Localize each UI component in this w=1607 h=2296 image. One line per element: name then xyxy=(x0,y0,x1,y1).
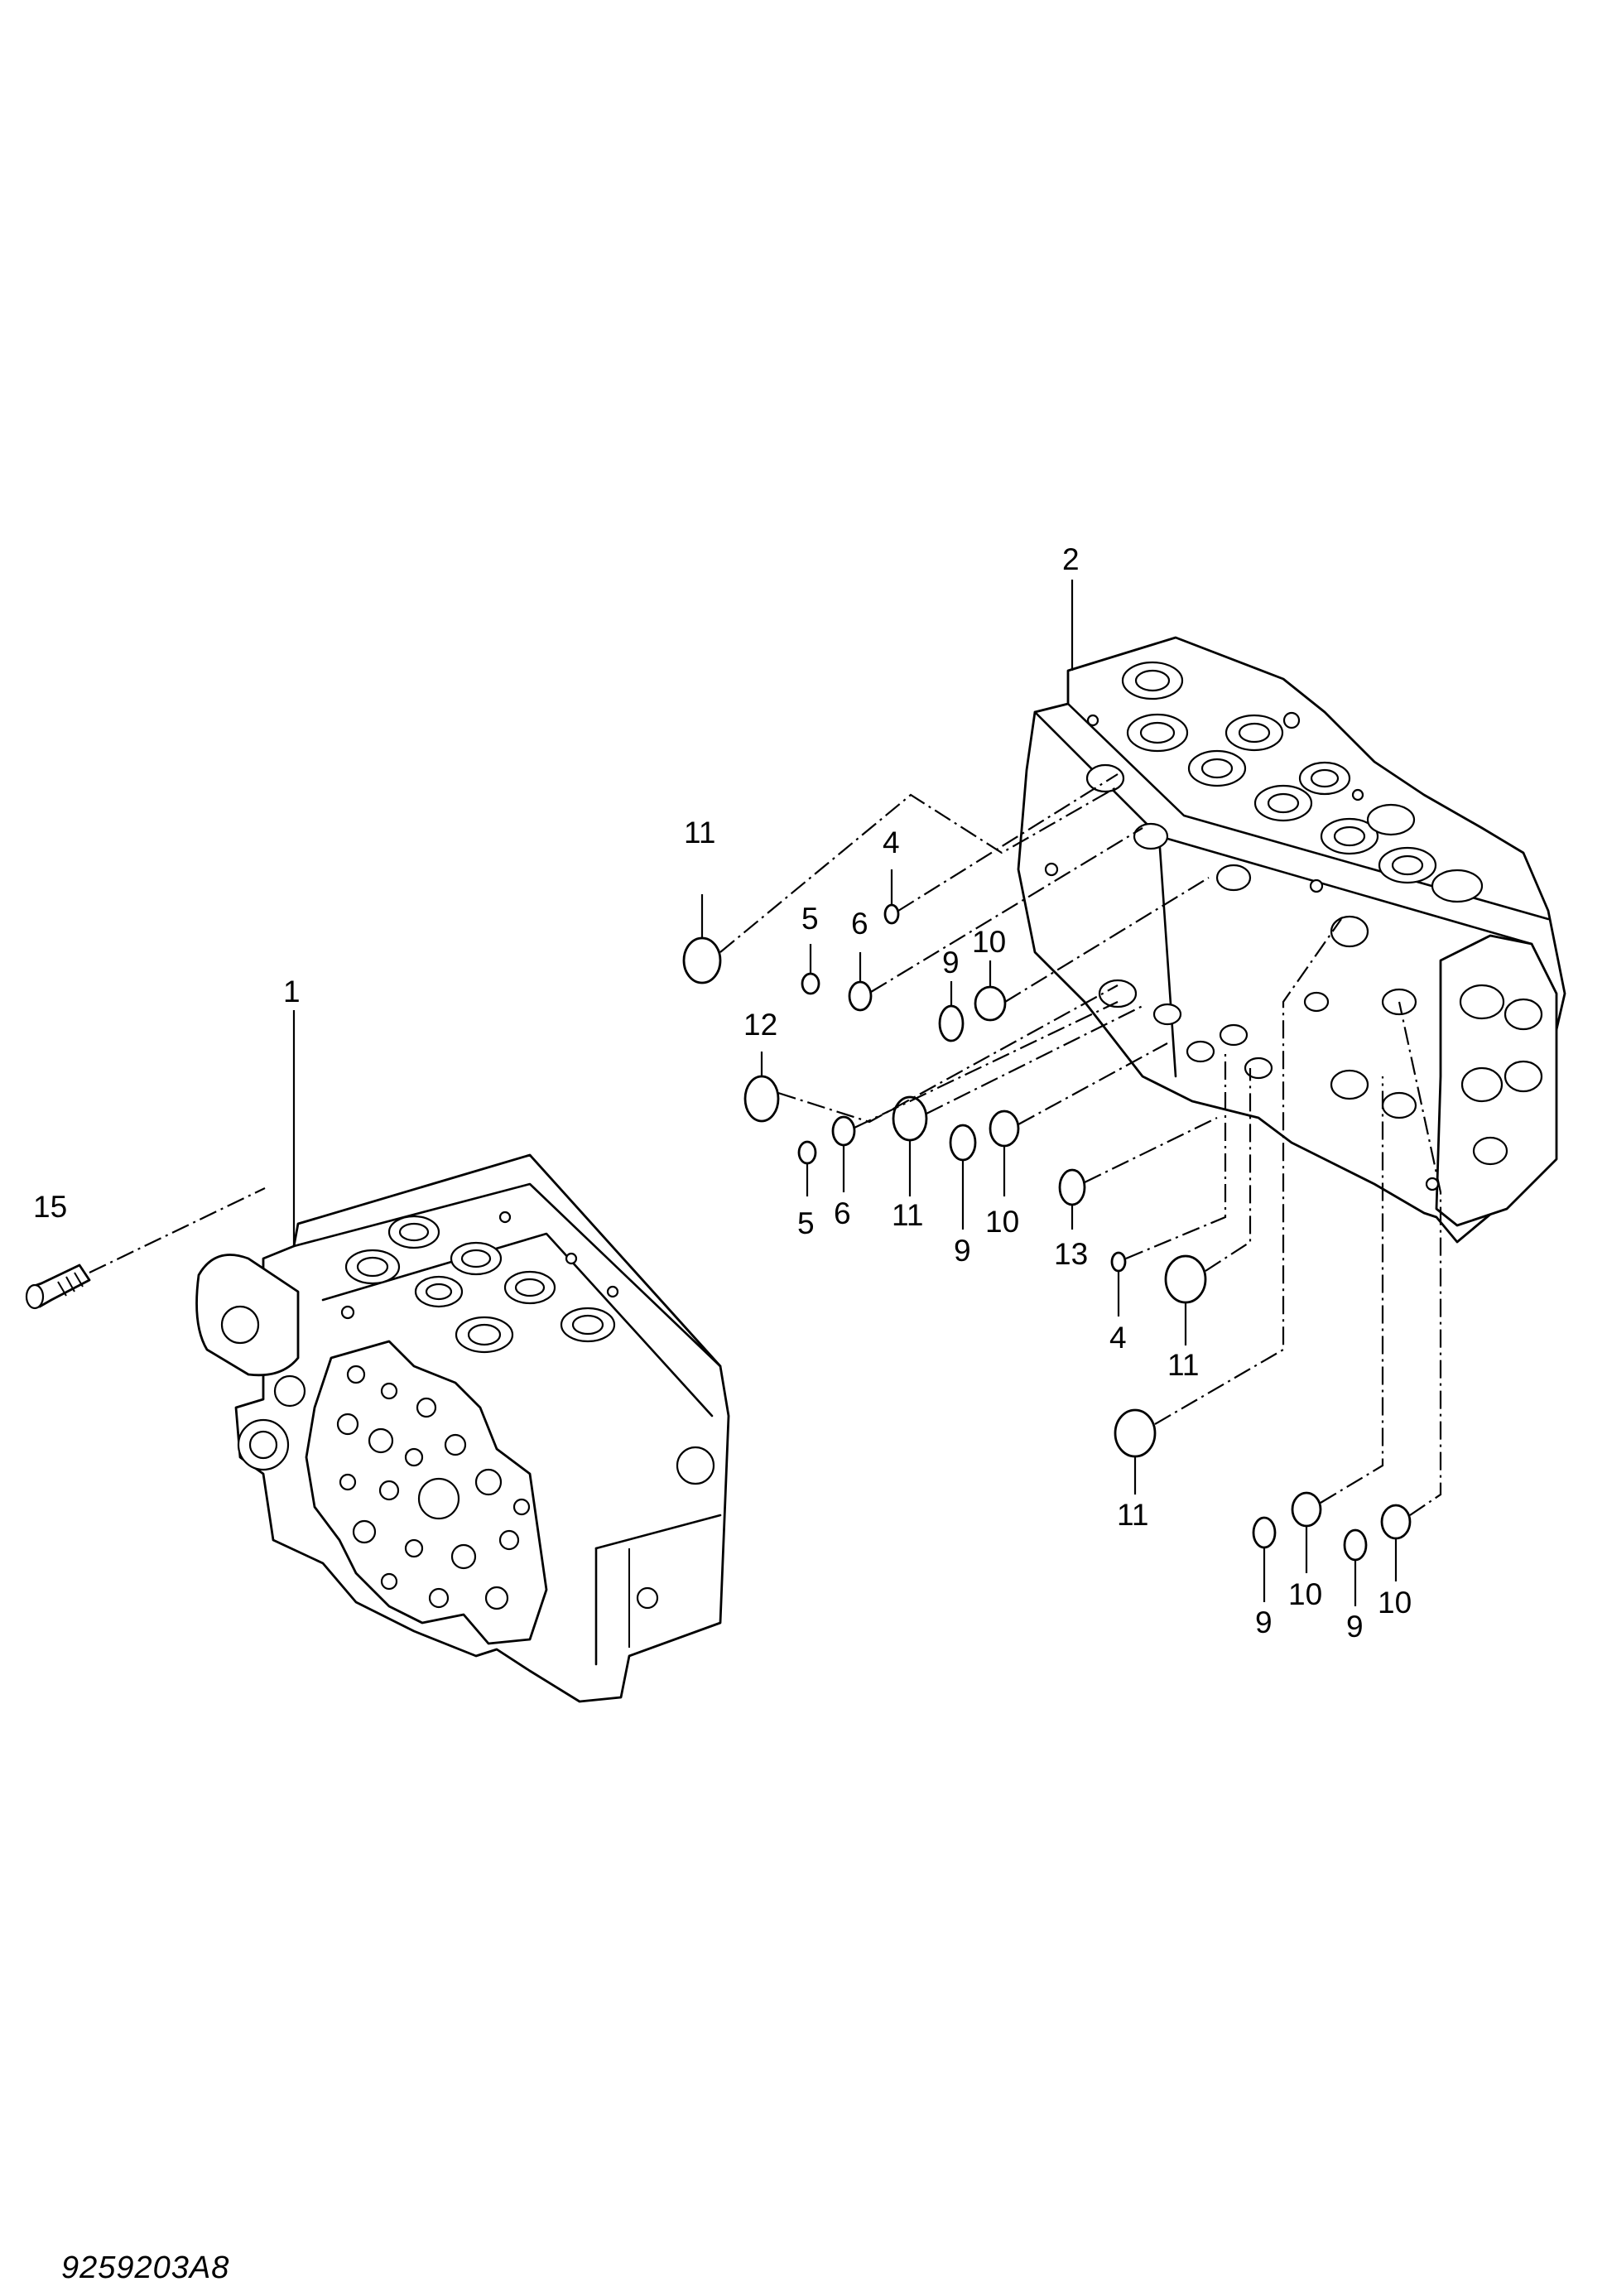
bolt-part-15 xyxy=(25,1264,91,1310)
callout-9c: 9 xyxy=(1255,1605,1273,1639)
valve-body-part-1 xyxy=(195,1153,730,1703)
leader-15 xyxy=(89,1187,266,1273)
front-face-ports-part-2 xyxy=(1044,763,1440,1191)
top-ports-part-2 xyxy=(1086,661,1484,903)
callout-1: 1 xyxy=(283,975,301,1008)
callout-10d: 10 xyxy=(1378,1586,1412,1620)
face-holes-part-1 xyxy=(336,1365,531,1610)
callout-11a: 11 xyxy=(684,816,715,850)
callout-12: 12 xyxy=(743,1008,777,1042)
callout-9a: 9 xyxy=(942,946,960,980)
leader-lines xyxy=(292,580,1442,1606)
callout-11c: 11 xyxy=(1167,1348,1199,1382)
callout-10a: 10 xyxy=(972,925,1006,959)
side-ports-part-2 xyxy=(1459,984,1543,1166)
valve-body-part-2 xyxy=(1017,636,1566,1244)
callout-labels: 1 2 15 11 4 6 5 9 10 12 5 6 11 9 10 13 4… xyxy=(33,542,1412,1644)
callout-11b: 11 xyxy=(892,1198,923,1232)
callout-5a: 5 xyxy=(801,902,819,936)
callout-15: 15 xyxy=(33,1190,67,1224)
callout-9d: 9 xyxy=(1346,1610,1364,1644)
drawing-number: 9259203A8 xyxy=(61,2250,230,2285)
top-ports-part-1 xyxy=(340,1211,619,1354)
callout-10b: 10 xyxy=(985,1205,1019,1239)
callout-6b: 6 xyxy=(834,1196,851,1230)
callout-4b: 4 xyxy=(1109,1321,1127,1355)
callout-13: 13 xyxy=(1054,1237,1088,1271)
callout-10c: 10 xyxy=(1288,1577,1322,1611)
callout-4a: 4 xyxy=(883,826,900,859)
callout-11d: 11 xyxy=(1117,1498,1148,1532)
callout-9b: 9 xyxy=(954,1234,971,1268)
callout-2: 2 xyxy=(1062,542,1080,576)
callout-6a: 6 xyxy=(851,907,868,941)
callout-5b: 5 xyxy=(797,1206,815,1240)
